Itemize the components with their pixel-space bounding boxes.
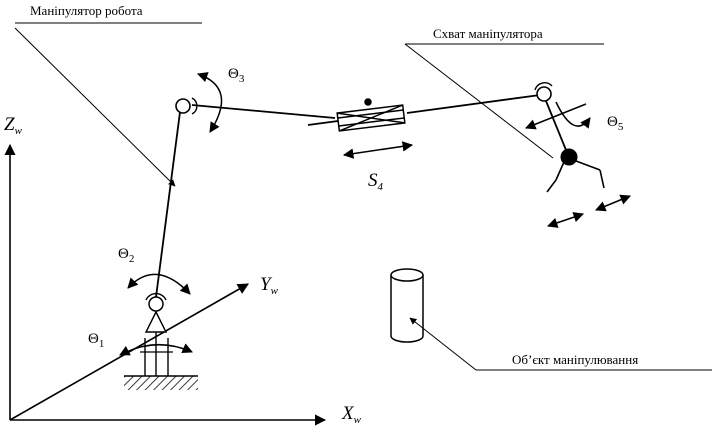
- x-axis-label: Xw: [341, 403, 362, 426]
- finger-arrow-left: [547, 212, 584, 228]
- s4-translation-arrow: [342, 141, 414, 159]
- theta5-rotation-arrow: [525, 103, 587, 130]
- theta5-label: Θ5: [607, 114, 624, 133]
- shoulder-joint: [175, 72, 223, 133]
- base-triangle: [144, 310, 168, 333]
- theta2-rotation-arrow: [127, 273, 191, 295]
- robot-base: [124, 292, 198, 390]
- ground-hatch: [124, 376, 198, 390]
- gripper-label: Схват маніпулятора: [433, 26, 543, 41]
- gripper-assembly: [525, 82, 631, 228]
- link-lower: [155, 111, 181, 298]
- object-label: Об’єкт маніпулювання: [512, 352, 638, 367]
- prismatic-joint: [336, 98, 414, 159]
- robot-manipulator-leader: [14, 27, 176, 187]
- theta2-label: Θ2: [118, 246, 134, 265]
- object-leader: [409, 317, 477, 371]
- manipulated-object: [390, 268, 424, 343]
- s4-label: S4: [368, 170, 384, 193]
- y-axis: [9, 283, 249, 421]
- theta1-rotation-arrow: [119, 343, 193, 356]
- gripper-leader: [404, 43, 554, 159]
- callout-leaders: [14, 22, 712, 371]
- link-upper: [191, 104, 336, 119]
- link-telescopic-right: [406, 94, 541, 114]
- base-joint: [148, 296, 164, 312]
- gripper-center: [560, 148, 578, 166]
- finger-arrow-right: [595, 194, 631, 212]
- z-axis-label: Zw: [4, 114, 23, 137]
- theta1-label: Θ1: [88, 331, 104, 350]
- theta3-label: Θ3: [228, 66, 245, 85]
- theta3-rotation-arrow: [197, 72, 223, 133]
- link-telescopic-left: [307, 120, 339, 126]
- robot-manipulator-label: Маніпулятор робота: [30, 3, 143, 18]
- wrist-joint: [536, 86, 552, 102]
- y-axis-label: Yw: [260, 274, 279, 297]
